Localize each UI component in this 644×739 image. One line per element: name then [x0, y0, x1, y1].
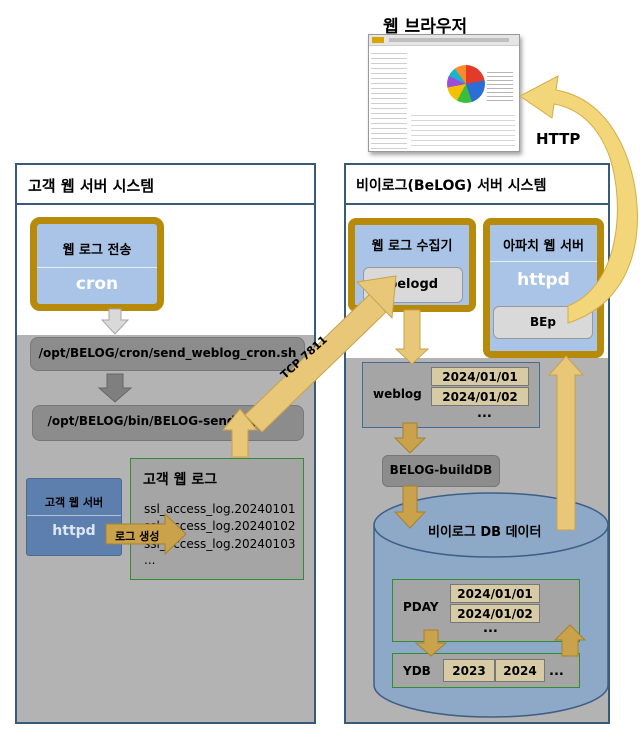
cron-process: cron	[75, 274, 119, 294]
pday-more: ...	[483, 621, 498, 636]
arrow-bep-to-browser	[519, 75, 638, 324]
customer-httpd-process: httpd	[52, 523, 96, 539]
belog-system-title: 비이로그(BeLOG) 서버 시스템	[356, 178, 547, 194]
pday-date-text: 2024/01/02	[457, 607, 533, 621]
arrow-builddb-to-db	[393, 485, 427, 529]
browser-legend	[487, 69, 513, 103]
build-db-box	[382, 455, 500, 487]
customer-title-divider	[17, 203, 314, 205]
browser-tab-strip	[389, 38, 509, 42]
log-file-more: ...	[144, 553, 156, 567]
ydb-label: YDB	[403, 664, 431, 678]
customer-system-title: 고객 웹 서버 시스템	[28, 177, 155, 195]
log-create-label: 로그 생성	[115, 530, 160, 543]
ydb-year-item	[443, 659, 495, 682]
belogd-process: belogd	[387, 277, 439, 292]
weblog-date-item	[431, 387, 529, 406]
customer-weblog-box: 고객 웹 로그 ssl_access_log.20240101 ssl_acce…	[130, 458, 304, 580]
bep-module: BEp	[530, 315, 556, 329]
arrow-log-to-sendlog	[221, 408, 259, 458]
arrow-weblog-to-builddb	[393, 422, 427, 454]
customer-web-server-divider	[27, 515, 121, 516]
browser-table	[411, 111, 515, 149]
sendlog-path: /opt/BELOG/bin/BELOG-sendlog	[47, 414, 257, 428]
collector-box: 웹 로그 수집기 belogd	[348, 218, 476, 312]
customer-weblog-title: 고객 웹 로그	[143, 472, 218, 488]
apache-divider	[490, 261, 597, 262]
browser-pie-chart-icon	[447, 65, 485, 103]
log-file-item: ssl_access_log.20240101	[144, 502, 296, 516]
weblog-label: weblog	[373, 387, 422, 401]
http-label: HTTP	[536, 130, 581, 148]
arrow-ydb-up	[553, 624, 587, 657]
ydb-year-text: 2023	[452, 664, 486, 678]
cron-script-box	[30, 337, 305, 371]
ydb-year-item	[495, 659, 545, 682]
browser-toolbar	[369, 35, 519, 46]
arrow-cron-to-script	[100, 308, 130, 335]
arrow-log-create	[105, 512, 187, 556]
apache-title: 아파치 웹 서버	[503, 239, 584, 254]
pday-date-item	[450, 604, 540, 623]
customer-web-server-title: 고객 웹 서버	[44, 496, 104, 509]
arrow-tcp-7811-head	[355, 275, 397, 320]
browser-sidebar	[371, 49, 407, 149]
weblog-date-text: 2024/01/01	[442, 370, 518, 384]
ydb-year-text: 2024	[503, 664, 537, 678]
ydb-box: YDB 2023 2024 ...	[392, 653, 580, 688]
ydb-more: ...	[549, 664, 564, 679]
collector-title: 웹 로그 수집기	[371, 239, 453, 254]
browser-logo-icon	[372, 37, 384, 43]
log-file-item: ssl_access_log.20240103	[144, 537, 296, 551]
pday-date-item	[450, 584, 540, 603]
arrow-pday-to-ydb	[414, 629, 448, 657]
customer-web-server-box: 고객 웹 서버 httpd	[26, 478, 122, 556]
weblog-send-box: 웹 로그 전송 cron	[30, 217, 164, 311]
cron-script-path: /opt/BELOG/cron/send_weblog_cron.sh	[38, 346, 297, 360]
apache-httpd-process: httpd	[517, 270, 570, 290]
arrow-script-to-sendlog	[97, 373, 133, 403]
weblog-date-text: 2024/01/02	[442, 390, 518, 404]
arrow-tcp-7811-body	[244, 293, 387, 433]
weblog-send-title: 웹 로그 전송	[62, 243, 132, 258]
arrow-db-to-bep	[547, 355, 585, 531]
pday-date-text: 2024/01/01	[457, 587, 533, 601]
belog-title-divider	[346, 203, 608, 205]
browser-title: 웹 브라우저	[383, 17, 468, 37]
db-title: 비이로그 DB 데이터	[428, 525, 542, 540]
weblog-more: ...	[477, 406, 492, 421]
pday-label: PDAY	[403, 600, 439, 614]
build-db-label: BELOG-buildDB	[389, 463, 493, 477]
weblog-date-item	[431, 367, 529, 386]
weblog-box: weblog 2024/01/01 2024/01/02 ...	[362, 362, 540, 428]
arrow-belogd-to-weblog	[394, 309, 430, 365]
browser-window	[368, 34, 520, 152]
weblog-send-divider	[37, 267, 157, 268]
pday-box: PDAY 2024/01/01 2024/01/02 ...	[392, 579, 580, 642]
